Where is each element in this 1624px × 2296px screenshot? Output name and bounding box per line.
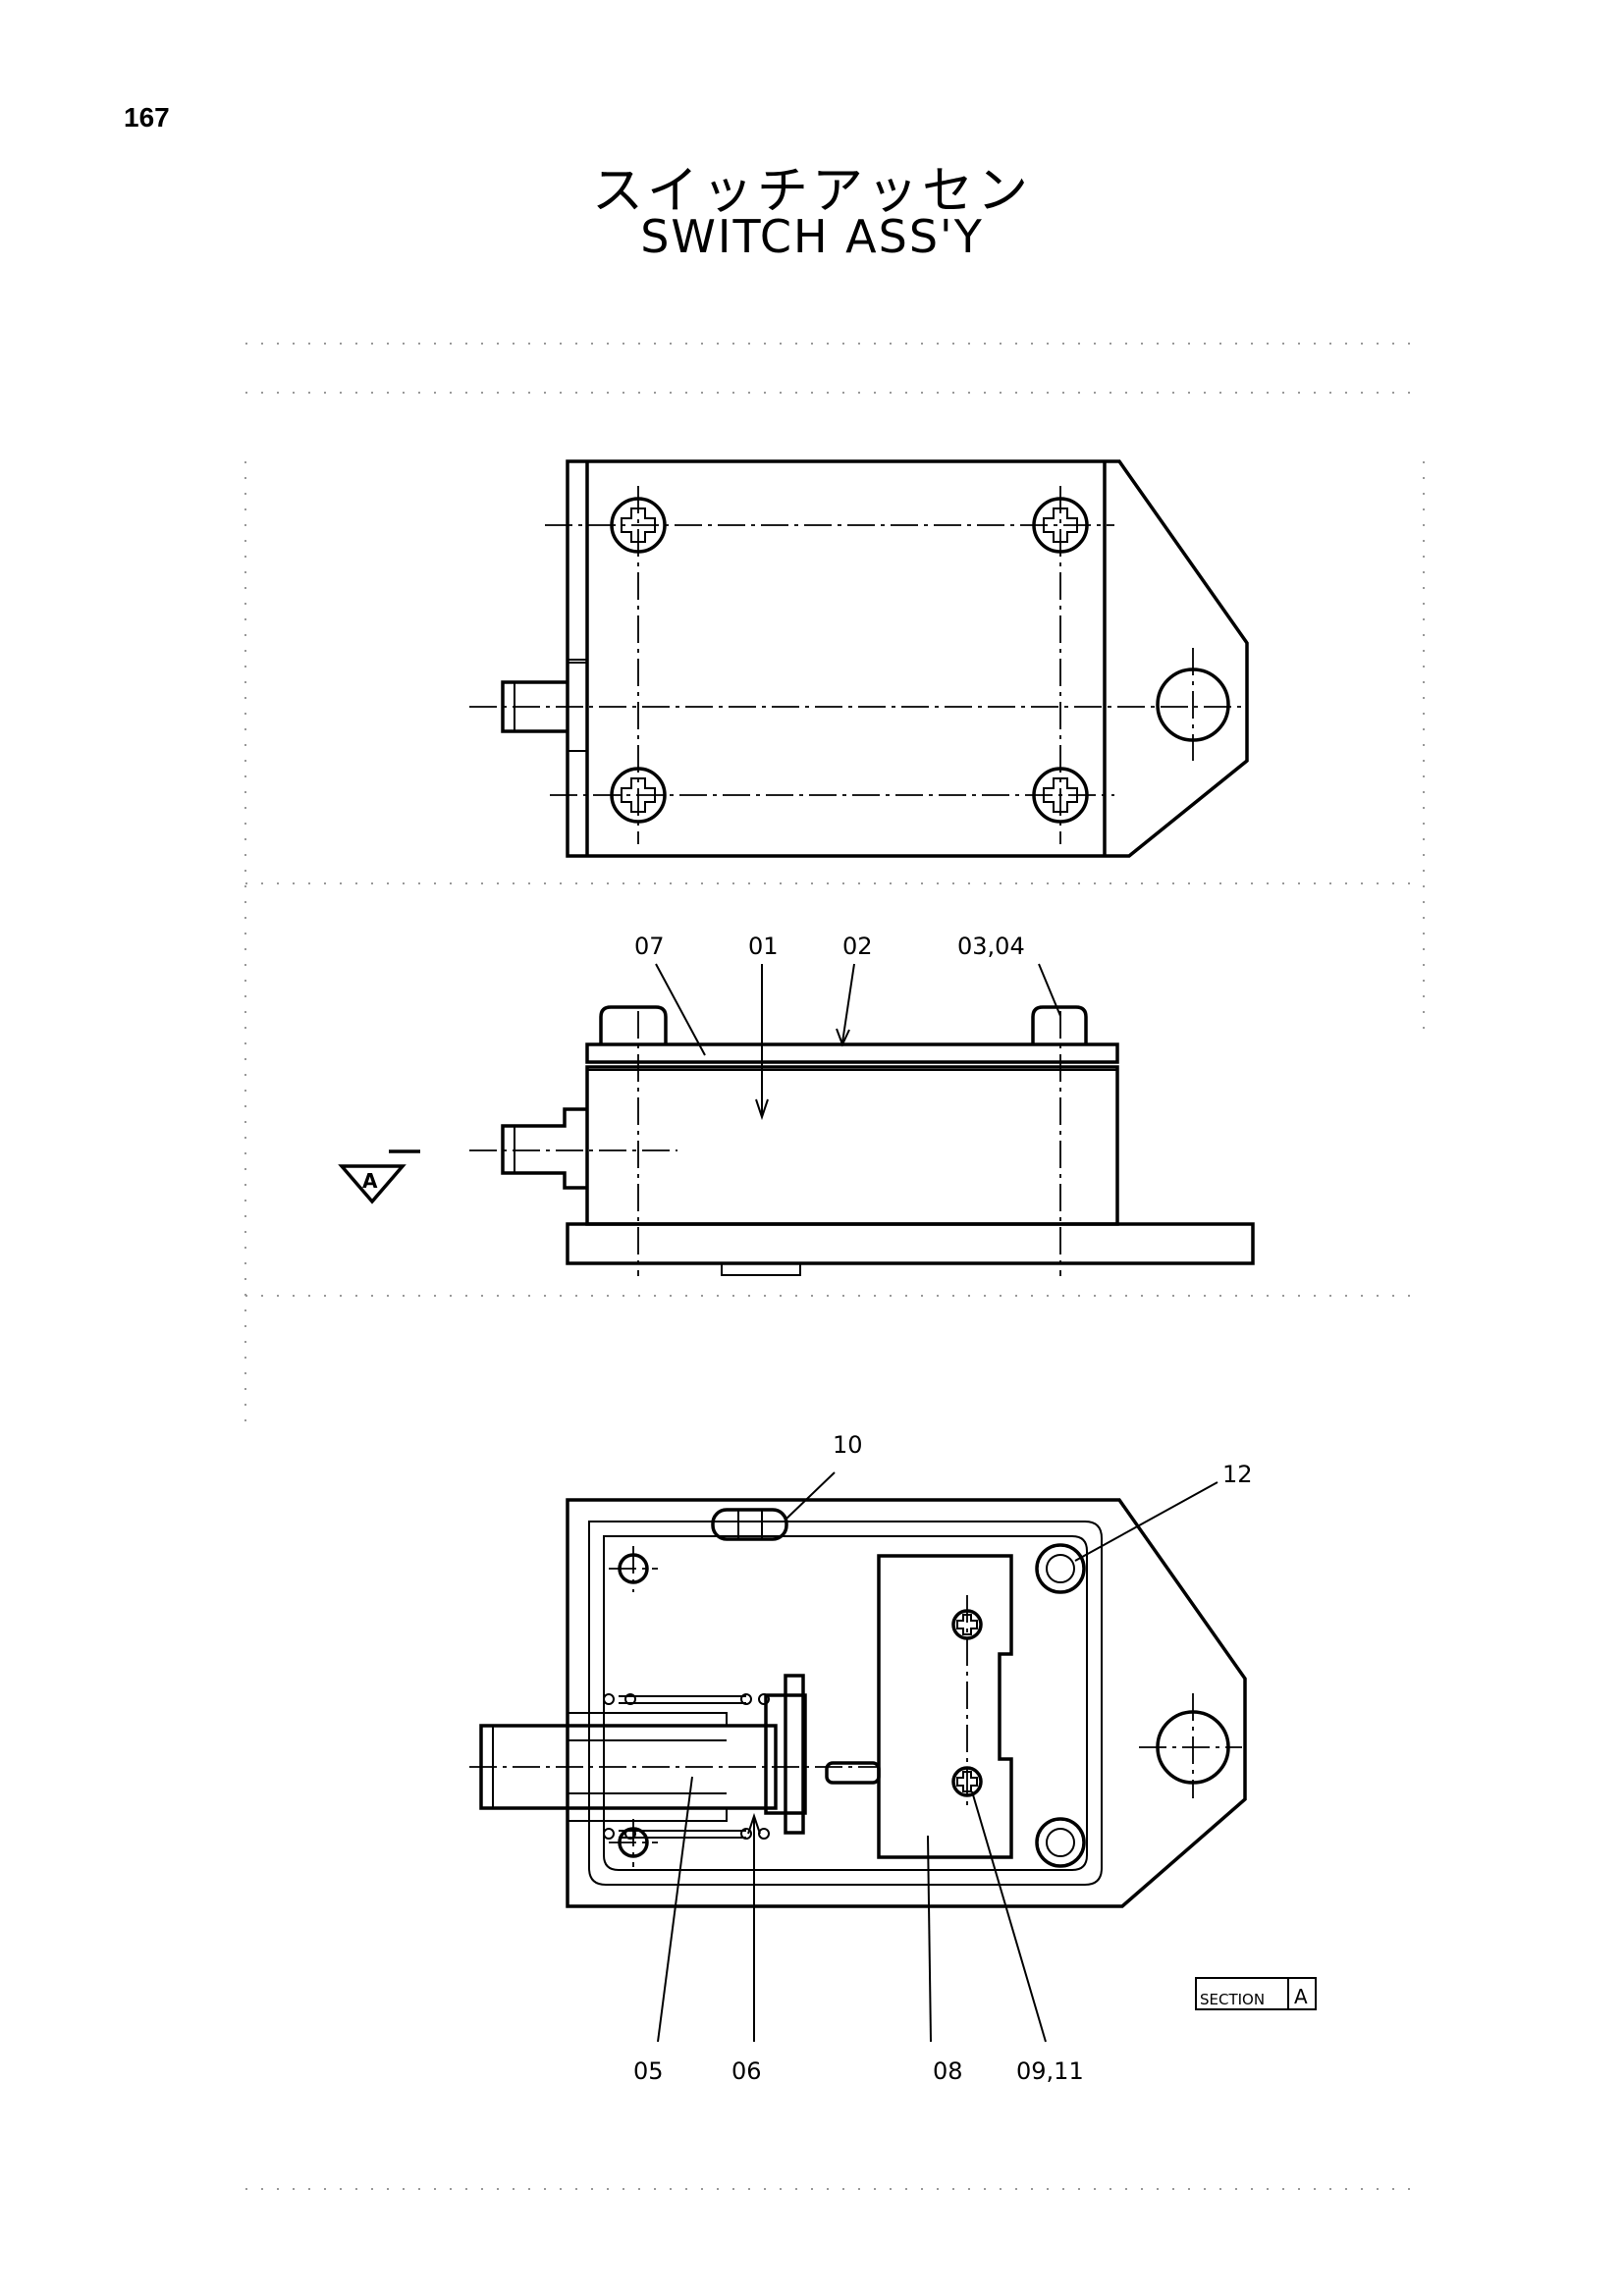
front-view-plunger (501, 1107, 587, 1190)
base-plate (566, 1222, 1255, 1265)
top-view-housing-outline (566, 459, 1249, 858)
section-plunger (469, 1674, 879, 1835)
top-view (469, 459, 1249, 858)
cover-plate (585, 1042, 1119, 1064)
label-06: 06 (731, 2057, 762, 2085)
micro-switch (877, 1554, 1013, 1859)
bolt-hole-lower-left (609, 1819, 658, 1867)
label-02: 02 (842, 933, 873, 960)
page-number: 167 (124, 102, 170, 133)
section-housing-outline (566, 1498, 1247, 1908)
view-arrow-letter: A (362, 1169, 378, 1193)
view-arrow-a: A (338, 1149, 420, 1204)
section-label-box: SECTION A (1195, 1977, 1317, 2010)
screw-top-right-icon (1032, 497, 1089, 554)
title-english: SWITCH ASS'Y (640, 210, 984, 263)
lead-wire-sleeve (711, 1508, 788, 1541)
bolt-hole-upper-left (609, 1546, 658, 1592)
screw-head-right (1031, 1005, 1088, 1044)
label-10: 10 (833, 1431, 863, 1459)
section-label-text: SECTION (1200, 1991, 1265, 2008)
label-09-11: 09,11 (1016, 2057, 1084, 2085)
front-view: 07 01 02 03,04 A (338, 933, 1255, 1276)
bolt-hole-upper-right (1035, 1543, 1086, 1594)
screw-bottom-right-icon (1032, 767, 1089, 824)
bolt-hole-lower-right (1035, 1817, 1086, 1868)
mounting-hole-icon (1156, 667, 1230, 742)
label-01: 01 (748, 933, 779, 960)
label-08: 08 (933, 2057, 963, 2085)
title-japanese: スイッチアッセン (591, 162, 1032, 221)
label-12: 12 (1222, 1461, 1253, 1488)
section-label-letter: A (1294, 1985, 1308, 2008)
label-07: 07 (634, 933, 665, 960)
screw-top-left-icon (610, 497, 667, 554)
spring-upper (603, 1693, 770, 1705)
label-05: 05 (633, 2057, 664, 2085)
screw-bottom-left-icon (610, 767, 667, 824)
switch-body (585, 1065, 1119, 1226)
actuator-pin (825, 1761, 881, 1785)
section-a-view: 10 12 05 06 08 09,11 SECTION A (469, 1431, 1317, 2085)
scan-noise (244, 343, 1425, 2190)
screw-head-left (599, 1005, 668, 1044)
label-03-04: 03,04 (957, 933, 1025, 960)
spring-lower (603, 1828, 770, 1840)
